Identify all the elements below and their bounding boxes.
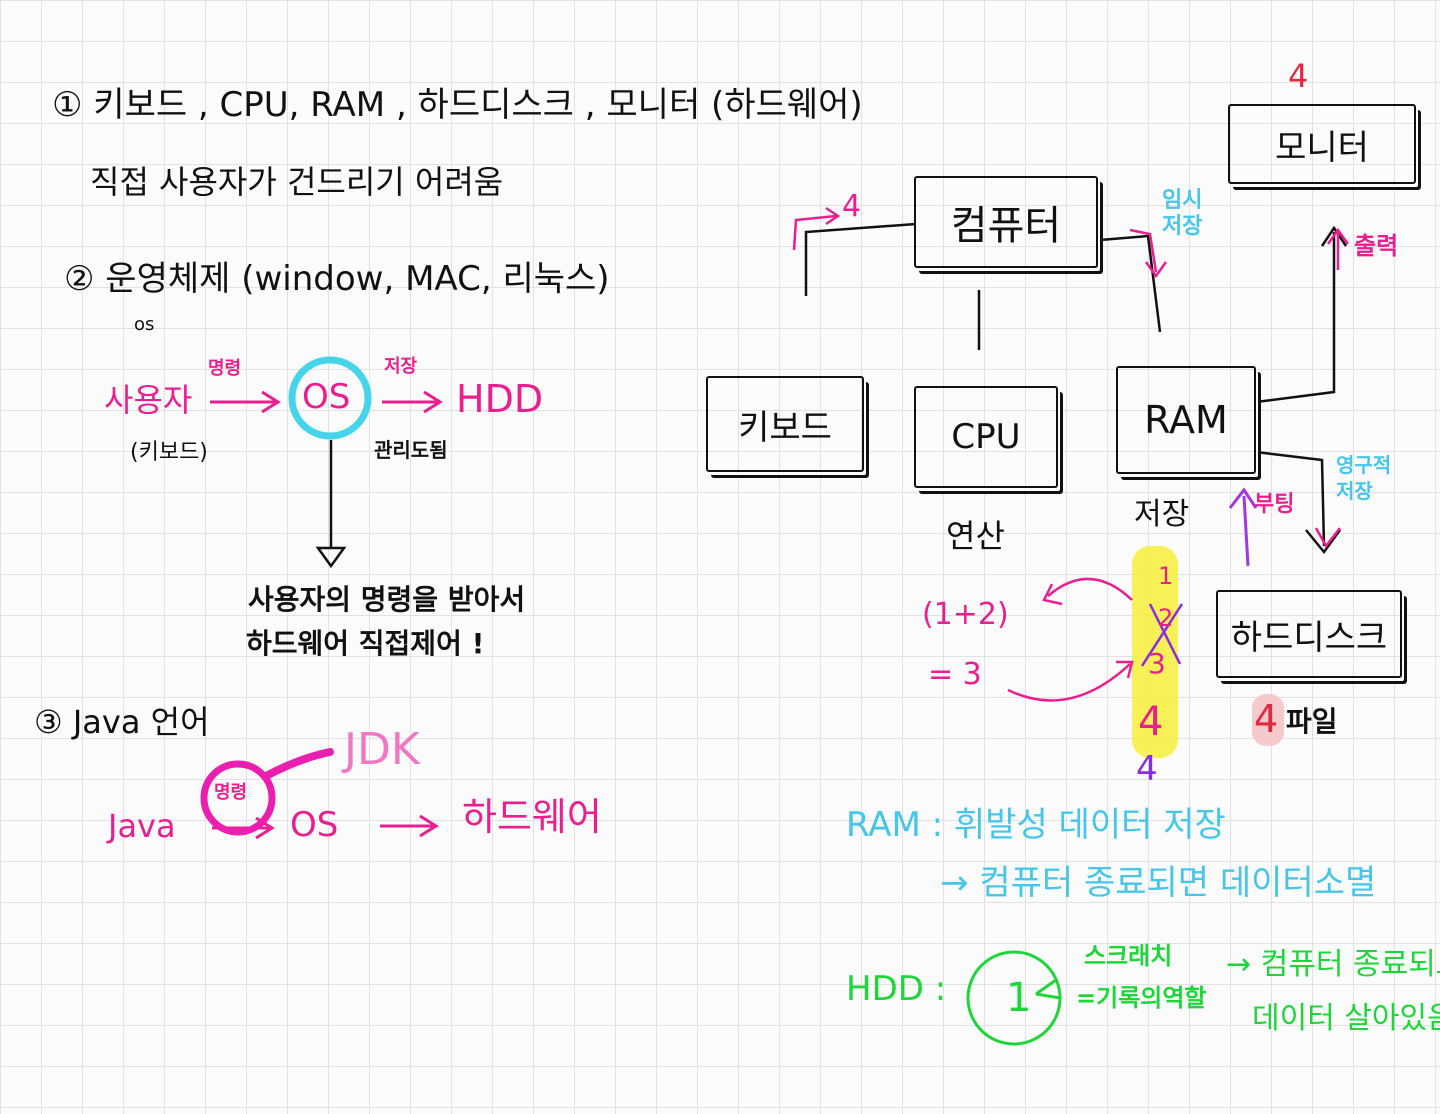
hdd-label: HDD <box>456 377 544 421</box>
compute-label: 연산 <box>946 517 1005 555</box>
booting-label: 부팅 <box>1254 492 1295 517</box>
stack-item-3: 3 <box>1148 647 1166 680</box>
hdd-note-line2: =기록의역할 <box>1076 984 1207 1012</box>
os-desc-line1: 사용자의 명령을 받아서 <box>248 583 526 616</box>
temp-save-label: 임시 저장 <box>1162 188 1203 240</box>
number-4-left: 4 <box>842 189 862 224</box>
keyboard-box: 키보드 <box>706 376 864 472</box>
item3-label: ③ Java 언어 <box>34 703 210 741</box>
monitor-box: 모니터 <box>1228 104 1416 184</box>
hdd-note-label: HDD : <box>846 969 947 1009</box>
command2-label: 명령 <box>214 782 248 803</box>
harddisk-box: 하드디스크 <box>1216 590 1402 678</box>
os-desc-line2: 하드웨어 직접제어 ! <box>246 627 485 660</box>
hardware-label: 하드웨어 <box>462 795 602 839</box>
keyboard-paren: (키보드) <box>130 440 208 465</box>
jdk-label: JDK <box>344 724 420 775</box>
os-label: OS <box>302 377 351 417</box>
stack-item-2: 2 <box>1158 604 1174 632</box>
manage-label: 관리도됨 <box>374 438 448 462</box>
ram-note-line2: → 컴퓨터 종료되면 데이터소멸 <box>940 863 1377 903</box>
command-label: 명령 <box>208 358 242 379</box>
stack-item-4: 4 <box>1138 699 1164 745</box>
hdd-note-circle-value: 1 <box>1006 975 1032 1021</box>
hdd-note-line3: → 컴퓨터 종료되도 <box>1226 947 1440 982</box>
cpu-box: CPU <box>914 386 1058 488</box>
os2-label: OS <box>290 805 339 845</box>
permanent-save-label: 영구적 저장 <box>1336 453 1392 503</box>
expression-line2: = 3 <box>928 657 982 692</box>
item2-line1: ② 운영체제 (window, MAC, 리눅스) <box>64 259 610 299</box>
os-circle <box>288 356 372 440</box>
item1-line1: ① 키보드 , CPU, RAM , 하드디스크 , 모니터 (하드웨어) <box>52 85 863 125</box>
user-label: 사용자 <box>104 381 193 419</box>
java-label: Java <box>108 807 176 845</box>
monitor-number: 4 <box>1288 57 1309 95</box>
store-label: 저장 <box>1134 497 1190 532</box>
file-label: 파일 <box>1286 705 1338 738</box>
expression-line1: (1+2) <box>922 597 1009 632</box>
item2-os-label: os <box>134 314 155 335</box>
item1-line2: 직접 사용자가 건드리기 어려움 <box>90 163 504 201</box>
output-label: 출력 <box>1354 232 1399 260</box>
stack-extra-4: 4 <box>1136 749 1158 789</box>
hdd-note-line4: 데이터 살아있음 <box>1252 1001 1440 1036</box>
computer-box: 컴퓨터 <box>914 176 1098 268</box>
file-number: 4 <box>1254 697 1279 741</box>
hdd-note-line1: 스크래치 <box>1084 942 1173 970</box>
command-circle <box>200 760 276 836</box>
save-label: 저장 <box>384 356 418 377</box>
ram-box: RAM <box>1116 366 1256 474</box>
ram-note-line1: RAM : 휘발성 데이터 저장 <box>846 805 1226 845</box>
stack-item-1: 1 <box>1158 562 1174 590</box>
